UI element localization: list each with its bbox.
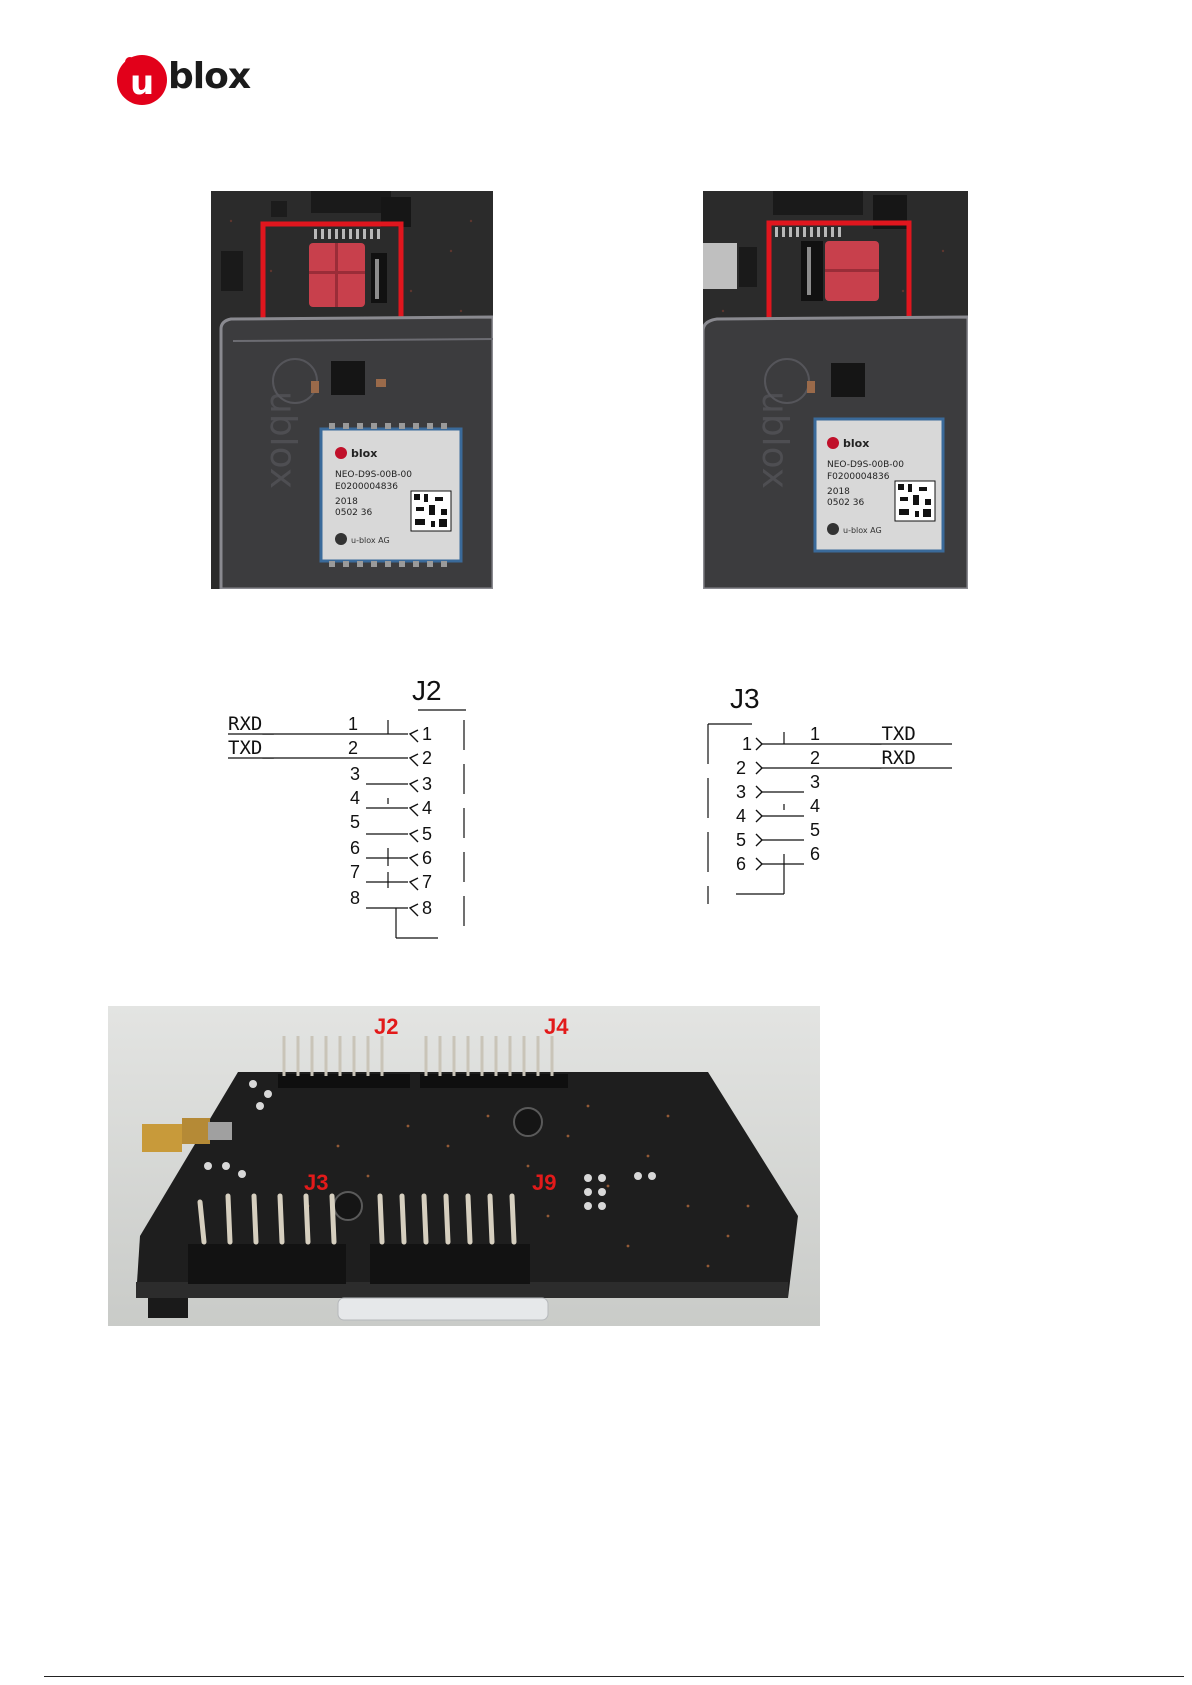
j3-signal-2: _RXD (870, 747, 916, 769)
j2-right-pin: 5 (422, 824, 432, 844)
j2-right-pin: 7 (422, 872, 432, 892)
module-brand: blox (843, 437, 869, 450)
footer-rule (44, 1676, 1184, 1677)
module-serial: E0200004836 (335, 482, 398, 492)
j2-signal-1: RXD_ (228, 713, 274, 735)
j2-title: J2 (412, 675, 442, 706)
module-date: 0502 36 (827, 498, 864, 508)
ublox-logo: u blox (116, 52, 266, 108)
j3-left-pin: 1 (742, 734, 752, 754)
module-brand: blox (351, 447, 377, 460)
jumper-photo-left: ublox blox NEO-D9S-00B-00 E0200004836 20… (211, 191, 493, 589)
j3-title: J3 (730, 683, 760, 714)
j3-right-pin: 2 (810, 748, 820, 768)
j2-signal-2: TXD_ (228, 737, 274, 759)
j2-left-pin: 8 (350, 888, 360, 908)
label-j9: J9 (532, 1170, 556, 1195)
j2-left-pin: 6 (350, 838, 360, 858)
module-maker: u-blox AG (843, 526, 882, 535)
j3-right-pin: 4 (810, 796, 820, 816)
j2-right-pin: 4 (422, 798, 432, 818)
j2-right-pin: 8 (422, 898, 432, 918)
logo-wordmark: blox (168, 56, 250, 97)
j3-left-pin: 2 (736, 758, 746, 778)
j2-right-pin: 1 (422, 724, 432, 744)
module-maker: u-blox AG (351, 536, 390, 545)
j3-left-pin: 5 (736, 830, 746, 850)
j3-right-pin: 5 (810, 820, 820, 840)
logo-mark-letter: u (130, 63, 154, 103)
module-year: 2018 (335, 497, 358, 507)
j2-left-pin: 7 (350, 862, 360, 882)
schematic-j3: J3 1 2 3 4 5 (700, 680, 960, 910)
board-side-photo: J2 J4 J3 J9 (108, 1006, 820, 1326)
j3-right-pin: 6 (810, 844, 820, 864)
schematic-j2: J2 RXD_ TXD_ (228, 668, 488, 950)
module-part: NEO-D9S-00B-00 (827, 460, 904, 470)
board-logo: ublox (262, 391, 303, 489)
j3-left-pin: 6 (736, 854, 746, 874)
j2-right-pin: 6 (422, 848, 432, 868)
j2-left-pin: 1 (348, 714, 358, 734)
j3-left-pin: 3 (736, 782, 746, 802)
board-logo: ublox (754, 391, 795, 489)
j3-left-pin: 4 (736, 806, 746, 826)
label-j4: J4 (544, 1014, 569, 1039)
j2-left-pin: 5 (350, 812, 360, 832)
j2-left-pin: 3 (350, 764, 360, 784)
j2-left-pin: 2 (348, 738, 358, 758)
module-part: NEO-D9S-00B-00 (335, 470, 412, 480)
j3-right-pin: 1 (810, 724, 820, 744)
label-j3: J3 (304, 1170, 328, 1195)
jumper-photo-right: ublox blox NEO-D9S-00B-00 F0200004836 20… (703, 191, 968, 589)
module-serial: F0200004836 (827, 472, 890, 482)
j2-right-pin: 3 (422, 774, 432, 794)
j3-signal-1: _TXD (870, 723, 916, 745)
module-year: 2018 (827, 487, 850, 497)
module-date: 0502 36 (335, 508, 372, 518)
label-j2: J2 (374, 1014, 398, 1039)
j3-right-pin: 3 (810, 772, 820, 792)
j2-right-pin: 2 (422, 748, 432, 768)
j2-left-pin: 4 (350, 788, 360, 808)
